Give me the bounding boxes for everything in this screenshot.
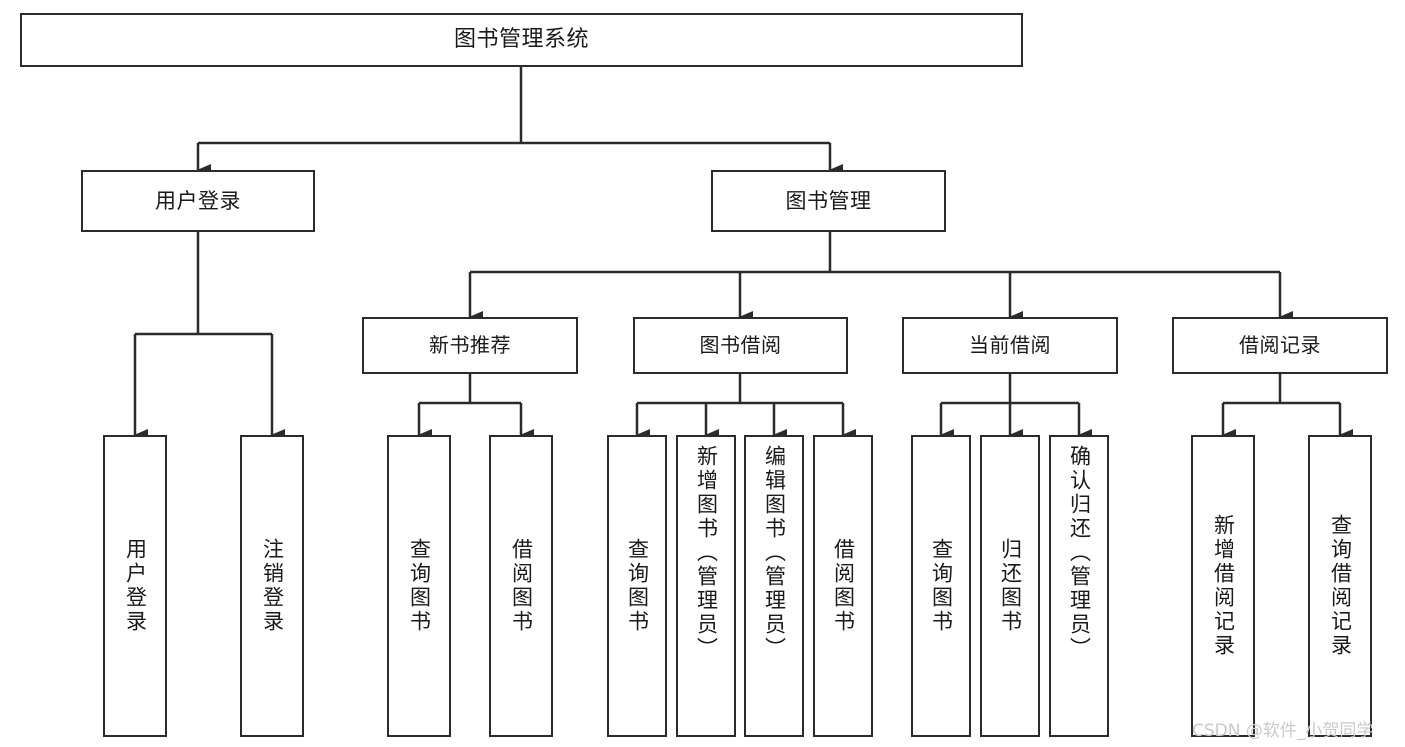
node-leaf-query-borrow-record[interactable]: 查询借阅记录	[1308, 435, 1372, 737]
node-label: 当前借阅	[969, 333, 1051, 357]
node-leaf-add-borrow-record[interactable]: 新增借阅记录	[1191, 435, 1255, 737]
node-label: 借阅记录	[1239, 333, 1321, 357]
node-label: 用户登录	[155, 188, 241, 213]
node-root-book-management-system[interactable]: 图书管理系统	[20, 13, 1023, 67]
node-leaf-add-book-admin[interactable]: 新增图书（管理员）	[676, 435, 736, 737]
node-label: 图书管理	[785, 188, 872, 213]
node-leaf-edit-book-admin[interactable]: 编辑图书（管理员）	[744, 435, 804, 737]
node-label: 用户登录	[123, 538, 148, 634]
node-new-book-recommend[interactable]: 新书推荐	[362, 317, 578, 374]
node-leaf-logout-login[interactable]: 注销登录	[240, 435, 304, 737]
node-label: 图书管理系统	[453, 27, 589, 53]
node-label: 查询图书	[625, 538, 650, 634]
node-label: 查询图书	[929, 538, 954, 634]
node-borrow-record[interactable]: 借阅记录	[1172, 317, 1388, 374]
node-leaf-return-book[interactable]: 归还图书	[980, 435, 1040, 737]
node-label: 注销登录	[260, 538, 285, 634]
node-book-management[interactable]: 图书管理	[711, 170, 946, 232]
node-leaf-borrow-book[interactable]: 借阅图书	[813, 435, 873, 737]
node-label: 新增图书（管理员）	[694, 445, 719, 661]
node-book-borrow[interactable]: 图书借阅	[633, 317, 848, 374]
node-label: 归还图书	[998, 538, 1023, 634]
node-label: 新增借阅记录	[1211, 514, 1236, 658]
node-leaf-borrow-book-newbook[interactable]: 借阅图书	[489, 435, 553, 737]
node-label: 编辑图书（管理员）	[762, 445, 787, 661]
node-label: 借阅图书	[831, 538, 856, 634]
node-label: 查询借阅记录	[1328, 514, 1353, 658]
node-leaf-confirm-return-admin[interactable]: 确认归还（管理员）	[1049, 435, 1109, 737]
node-leaf-query-book-newbook[interactable]: 查询图书	[387, 435, 451, 737]
node-label: 查询图书	[407, 538, 432, 634]
node-label: 图书借阅	[699, 333, 782, 357]
node-leaf-query-book-current[interactable]: 查询图书	[911, 435, 971, 737]
node-label: 新书推荐	[429, 333, 511, 357]
node-label: 确认归还（管理员）	[1067, 445, 1092, 661]
node-current-borrow[interactable]: 当前借阅	[902, 317, 1118, 374]
node-leaf-user-login[interactable]: 用户登录	[103, 435, 167, 737]
node-leaf-query-book-borrow[interactable]: 查询图书	[607, 435, 667, 737]
node-label: 借阅图书	[509, 538, 534, 634]
node-user-login[interactable]: 用户登录	[81, 170, 315, 232]
